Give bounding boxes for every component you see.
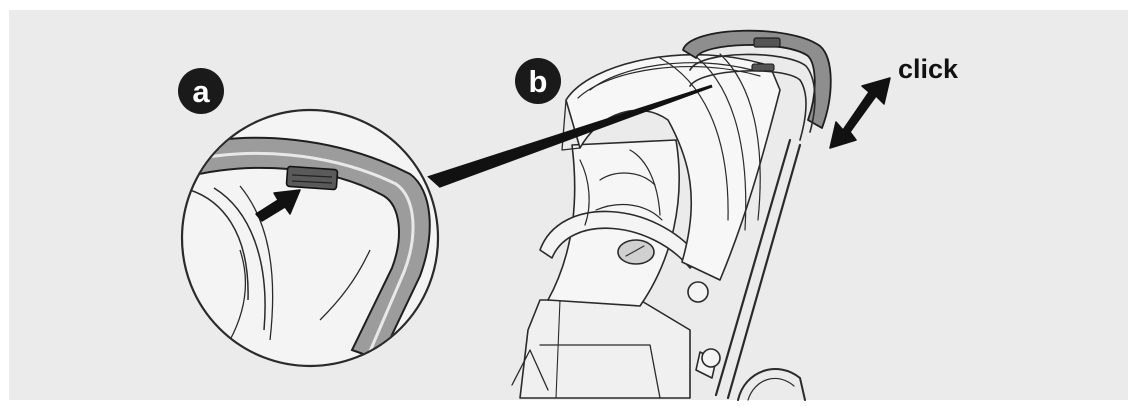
- badge-b-label: b: [529, 64, 548, 99]
- push-arrow-icon: [255, 189, 301, 222]
- rear-wheel: [737, 368, 806, 401]
- badge-b: b: [515, 58, 561, 104]
- badge-a: a: [178, 68, 224, 114]
- detail-release-button: [285, 165, 339, 191]
- callout-line: [427, 84, 713, 188]
- stroller-frame: [714, 138, 792, 397]
- canopy: [565, 53, 781, 281]
- double-arrow-icon: [829, 77, 891, 149]
- badge-a-label: a: [192, 74, 210, 109]
- stroller-drawing: [511, 29, 832, 401]
- stroller-seat: [519, 299, 691, 399]
- click-label: click: [898, 54, 959, 84]
- handlebar-button: [753, 37, 781, 48]
- magnified-detail: [180, 108, 440, 368]
